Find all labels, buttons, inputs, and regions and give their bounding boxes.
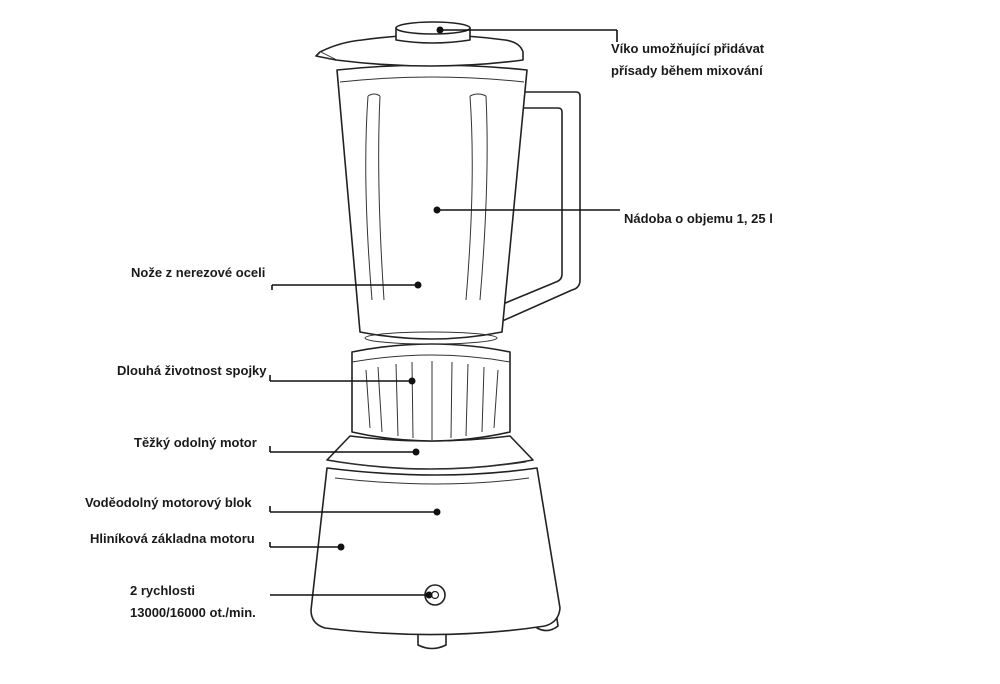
callout-speeds — [270, 591, 433, 599]
callout-blades — [271, 281, 422, 290]
label-blades: Nože z nerezové oceli — [131, 265, 266, 280]
callout-jar — [433, 206, 620, 214]
label-speeds: 2 rychlosti 13000/16000 ot./min. — [130, 580, 256, 624]
callout-lid — [436, 26, 618, 42]
label-coupling: Dlouhá životnost spojky — [117, 363, 267, 378]
label-jar: Nádoba o objemu 1, 25 l — [624, 211, 773, 226]
motor-base — [310, 467, 561, 636]
label-lid-line1: Víko umožňující přidávat — [611, 41, 765, 56]
label-lid-line2: přísady během mixování — [611, 63, 763, 78]
callout-lines — [269, 26, 620, 599]
jar-lid — [319, 34, 524, 67]
callout-base — [269, 542, 345, 551]
callout-motor — [269, 446, 420, 456]
label-base: Hliníková základna motoru — [90, 531, 255, 546]
coupling-ring — [351, 343, 511, 442]
callout-coupling — [269, 375, 416, 385]
label-motor: Těžký odolný motor — [134, 435, 257, 450]
jar-body — [336, 64, 528, 340]
label-motor-block: Voděodolný motorový blok — [85, 495, 252, 510]
label-speeds-line2: 13000/16000 ot./min. — [130, 605, 256, 620]
label-speeds-line1: 2 rychlosti — [130, 583, 196, 598]
label-lid: Víko umožňující přidávat přísady během m… — [611, 38, 764, 82]
blender-illustration — [310, 21, 581, 650]
callout-motor-block — [269, 506, 441, 516]
